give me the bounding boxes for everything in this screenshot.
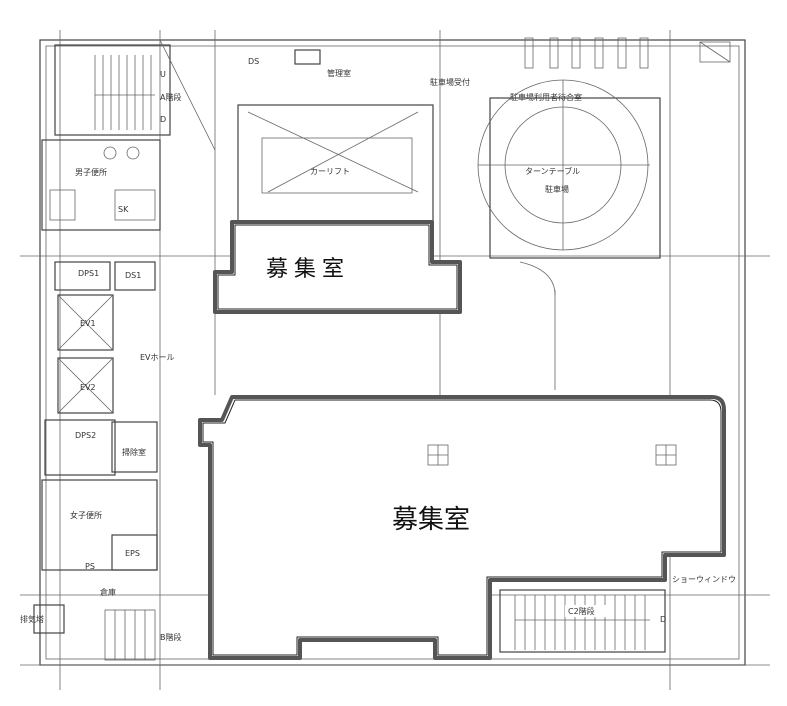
svg-text:排気塔: 排気塔: [20, 614, 44, 624]
svg-text:駐車場利用者待合室: 駐車場利用者待合室: [510, 92, 582, 102]
vacancy-room-main[interactable]: 募集室: [198, 395, 726, 660]
svg-text:PS: PS: [85, 562, 95, 571]
womens-toilet: 女子便所 EPS PS: [41, 479, 158, 571]
svg-text:掃除室: 掃除室: [122, 447, 146, 457]
svg-text:カーリフト: カーリフト: [310, 167, 350, 176]
svg-text:ショーウィンドウ: ショーウィンドウ: [672, 575, 736, 584]
svg-text:EV2: EV2: [80, 383, 96, 392]
svg-text:DS1: DS1: [125, 271, 141, 280]
svg-text:EPS: EPS: [125, 549, 140, 558]
parking-bays: [524, 37, 731, 69]
svg-text:駐車場受付: 駐車場受付: [430, 77, 470, 87]
vacancy-label-main: 募集室: [392, 505, 470, 535]
svg-text:女子便所: 女子便所: [70, 510, 102, 520]
svg-text:管理室: 管理室: [327, 68, 351, 78]
svg-text:A階段: A階段: [160, 92, 181, 102]
mens-toilet: 男子便所 SK: [41, 139, 161, 231]
vacancy-label-upper: 募集室: [266, 257, 350, 282]
svg-text:D: D: [660, 615, 666, 624]
svg-text:倉庫: 倉庫: [100, 587, 116, 597]
stair-a: U A階段 D: [54, 39, 216, 151]
svg-text:駐車場: 駐車場: [545, 184, 569, 194]
svg-text:DS: DS: [248, 57, 259, 66]
stair-b: 倉庫 B階段 排気塔: [20, 587, 182, 661]
management-area: DS 管理室 駐車場受付 駐車場利用者待合室: [248, 49, 582, 102]
svg-text:C2階段: C2階段: [568, 606, 595, 616]
vacancy-room-upper[interactable]: 募集室: [213, 220, 462, 314]
column-marks: [427, 444, 677, 466]
dps2-cleaning: DPS2 掃除室: [44, 419, 158, 476]
dps1-ds1: DPS1 DS1: [54, 261, 156, 291]
svg-text:EVホール: EVホール: [140, 353, 175, 362]
elevators: EV1 EV2 EVホール: [57, 294, 175, 414]
svg-text:SK: SK: [118, 205, 129, 214]
svg-text:B階段: B階段: [160, 632, 182, 642]
svg-text:U: U: [160, 70, 166, 79]
car-lift: カーリフト: [237, 104, 434, 224]
svg-text:DPS1: DPS1: [78, 269, 99, 278]
stair-c: C2階段 D ショーウィンドウ: [499, 575, 736, 653]
svg-text:男子便所: 男子便所: [75, 167, 107, 177]
svg-text:D: D: [160, 115, 166, 124]
svg-text:EV1: EV1: [80, 319, 96, 328]
svg-text:ターンテーブル: ターンテーブル: [525, 166, 580, 176]
svg-text:DPS2: DPS2: [75, 431, 96, 440]
turntable: ターンテーブル 駐車場: [477, 79, 661, 259]
